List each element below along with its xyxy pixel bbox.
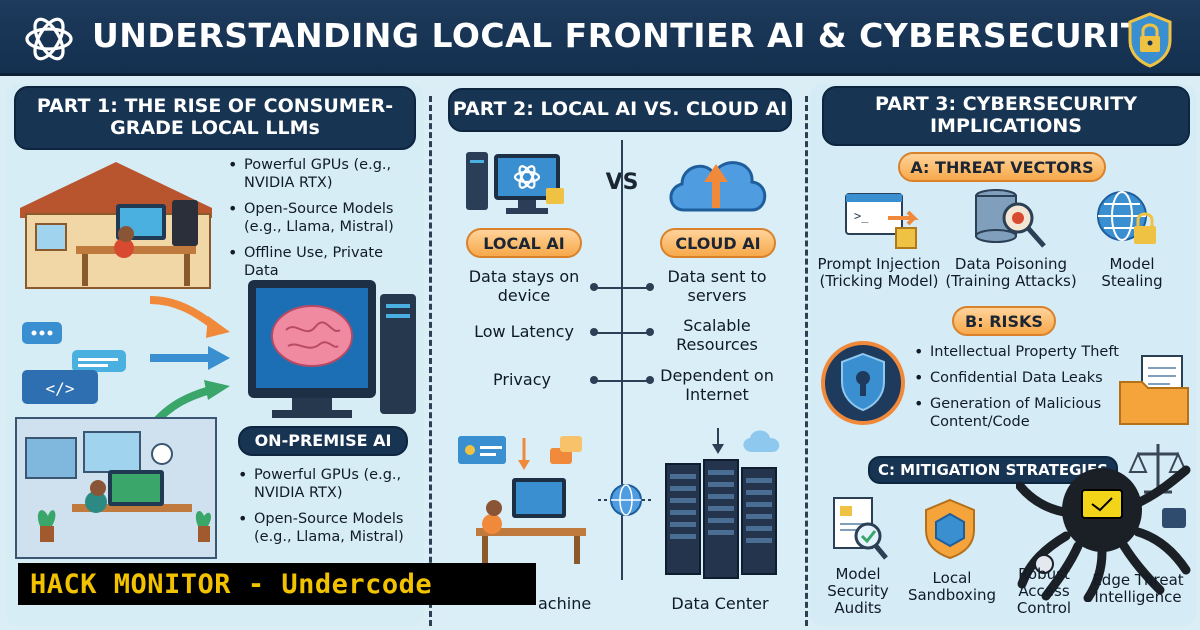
data-poisoning-icon xyxy=(970,186,1050,252)
panel-divider xyxy=(429,96,432,626)
risks-list: Intellectual Property Theft Confidential… xyxy=(912,343,1120,431)
connector-dot xyxy=(646,328,654,336)
house-desk-icon xyxy=(16,158,224,292)
padlock-shield-icon xyxy=(1124,10,1176,68)
cloud-upload-icon xyxy=(662,144,772,220)
mitigation-item: Robust Access Control xyxy=(1016,565,1072,617)
comparison-local: Data stays on device xyxy=(468,267,580,305)
mitigation-item: Edge Threat Intelligence xyxy=(1092,571,1184,606)
mitigation-item: Local Sandboxing xyxy=(907,569,997,604)
part2-title: PART 2: LOCAL AI VS. CLOUD AI xyxy=(448,88,792,132)
openai-logo-icon xyxy=(20,10,78,68)
part1-bottom-bullets: Powerful GPUs (e.g., NVIDIA RTX) Open-So… xyxy=(236,466,426,546)
local-workstation-icon xyxy=(452,428,594,566)
connector-dot xyxy=(590,328,598,336)
office-desk-icon xyxy=(12,408,220,560)
header-bar xyxy=(0,0,1200,76)
comparison-cloud: Data sent to servers xyxy=(667,267,767,305)
connector-dot xyxy=(646,283,654,291)
list-item: Powerful GPUs (e.g., NVIDIA RTX) xyxy=(236,466,426,502)
center-line xyxy=(621,140,623,580)
model-stealing-icon xyxy=(1094,188,1164,252)
sandbox-shield-icon xyxy=(920,496,980,562)
code-window-icon: </> xyxy=(20,368,100,408)
cloud-ai-label: CLOUD AI xyxy=(660,228,776,258)
local-ai-label: LOCAL AI xyxy=(466,228,582,258)
comparison-connector xyxy=(592,287,652,289)
hack-monitor-banner: HACK MONITOR - Undercode xyxy=(18,563,536,605)
part1-title: PART 1: THE RISE OF CONSUMER- GRADE LOCA… xyxy=(14,86,416,150)
list-item: Powerful GPUs (e.g., NVIDIA RTX) xyxy=(226,156,422,192)
part3-title: PART 3: CYBERSECURITY IMPLICATIONS xyxy=(822,86,1190,146)
list-item: Intellectual Property Theft xyxy=(912,343,1120,361)
comparison-connector xyxy=(592,332,652,334)
list-item: Offline Use, Private Data xyxy=(226,244,422,280)
globe-icon xyxy=(596,480,656,520)
risks-title: B: RISKS xyxy=(952,306,1056,336)
shield-keyhole-icon xyxy=(818,340,908,426)
mitigation-item: Model Security Audits xyxy=(827,565,889,617)
list-item: Open-Source Models (e.g., Llama, Mistral… xyxy=(236,510,426,546)
magnifier-check-icon xyxy=(830,496,890,560)
comparison-local: Privacy xyxy=(493,370,551,389)
documents-folder-icon xyxy=(1118,354,1196,426)
threat-vectors-title: A: THREAT VECTORS xyxy=(898,152,1106,182)
panel-divider xyxy=(805,96,808,626)
prompt-injection-icon: >_ xyxy=(844,188,920,252)
bottom-left-label: achine xyxy=(538,594,592,613)
part1-top-bullets: Powerful GPUs (e.g., NVIDIA RTX) Open-So… xyxy=(226,156,422,280)
list-item: Open-Source Models (e.g., Llama, Mistral… xyxy=(226,200,422,236)
connector-dot xyxy=(590,283,598,291)
threat-item: Data Poisoning (Training Attacks) xyxy=(945,255,1077,290)
bottom-right-label: Data Center xyxy=(671,594,769,613)
list-item: Generation of Malicious Content/Code xyxy=(912,395,1120,431)
connector-dot xyxy=(590,376,598,384)
brain-computer-icon xyxy=(236,274,426,426)
octopus-hacker-icon xyxy=(1016,452,1192,602)
connector-dot xyxy=(646,376,654,384)
arrow-group xyxy=(146,286,236,436)
page-title: UNDERSTANDING LOCAL FRONTIER AI & CYBERS… xyxy=(92,16,1169,55)
comparison-local: Low Latency xyxy=(474,322,574,341)
comparison-cloud: Dependent on Internet xyxy=(660,366,774,404)
onprem-label: ON-PREMISE AI xyxy=(238,426,408,456)
svg-text:</>: </> xyxy=(46,379,75,398)
threat-item: Prompt Injection (Tricking Model) xyxy=(817,255,941,290)
local-computer-icon xyxy=(462,148,572,220)
svg-text:>_: >_ xyxy=(854,209,869,223)
list-item: Confidential Data Leaks xyxy=(912,369,1120,387)
server-rack-icon xyxy=(660,424,790,584)
chat-bubble-icon xyxy=(14,318,134,398)
comparison-cloud: Scalable Resources xyxy=(676,316,758,354)
threat-item: Model Stealing xyxy=(1101,255,1163,290)
comparison-connector xyxy=(592,380,652,382)
